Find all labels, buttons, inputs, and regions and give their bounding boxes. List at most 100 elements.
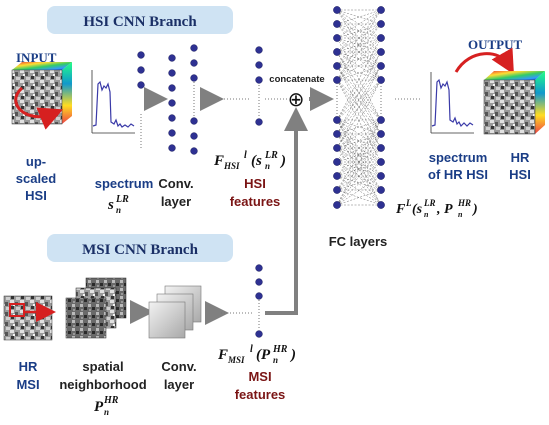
fc-connection-line	[336, 119, 382, 177]
fc-connection-line	[336, 161, 382, 191]
fc-connection-line	[336, 161, 382, 206]
msi-caption-line-1: HR	[19, 359, 38, 374]
hsi-feature-arg-sup: LR	[264, 150, 278, 161]
fc-connection-line	[336, 119, 382, 135]
fc-connection-line	[336, 37, 382, 53]
fc-connection-line	[336, 9, 382, 25]
fc-node	[377, 201, 385, 209]
fc-connection-line	[336, 37, 382, 81]
output-hr-caption-1: HR	[511, 150, 530, 165]
msi-feature-sub: MSI	[227, 355, 245, 365]
output-args-sup-1: LR	[423, 198, 436, 208]
spectrum-symbol-sub: n	[116, 205, 121, 215]
fc-connection-line	[336, 51, 382, 121]
msi-feature-arg: (P	[256, 347, 271, 363]
output-args-close: )	[471, 202, 478, 217]
fc-node	[377, 6, 385, 14]
fc-node	[333, 201, 341, 209]
output-spectrum-caption-1: spectrum	[429, 150, 488, 165]
conv-label-line-1: Conv.	[158, 176, 193, 191]
msi-feature-arg-sub: n	[273, 355, 278, 365]
fc-node	[333, 186, 341, 194]
fc-connection-line	[336, 161, 382, 206]
hsi-feature-arg: (s	[251, 153, 262, 169]
fc-connection-line	[336, 175, 382, 191]
fc-connection-line	[336, 189, 382, 206]
hsi-feature-sup: l	[244, 150, 247, 161]
output-func-sup: L	[405, 198, 412, 208]
fc-node	[377, 20, 385, 28]
fc-connection-line	[336, 9, 382, 53]
fc-connection-line	[336, 119, 382, 149]
fc-connection-line	[336, 119, 382, 163]
spectrum-symbol-sup: LR	[115, 194, 129, 205]
fc-node	[333, 20, 341, 28]
output-hr-caption-2: HSI	[509, 167, 531, 182]
msi-branch-title-box	[47, 234, 233, 262]
hyperspectral-cube-icon	[11, 62, 72, 125]
input-caption-line-1: up-	[26, 154, 46, 169]
msi-conv-label-line-1: Conv.	[161, 359, 196, 374]
msi-branch: MSI CNN Branch HR MSI spatial neighborho…	[3, 234, 296, 417]
fc-connection-line	[336, 65, 382, 121]
fc-connection-line	[336, 9, 382, 39]
fc-node	[377, 158, 385, 166]
fc-layer-nodes	[333, 6, 385, 209]
fc-connection-line	[336, 9, 382, 67]
msi-to-concat-arrow	[265, 107, 308, 315]
output-args-sub-1: n	[424, 210, 429, 219]
input-label: INPUT	[16, 50, 57, 65]
fc-node	[377, 116, 385, 124]
fc-connection-line	[336, 51, 382, 135]
hsi-feature-arg-sub: n	[265, 161, 270, 171]
fc-connection-line	[336, 51, 382, 67]
fc-connection-line	[336, 65, 382, 81]
fc-connection-line	[336, 23, 382, 67]
fc-connection-line	[336, 147, 382, 163]
conv-label-line-2: layer	[161, 194, 191, 209]
fc-node	[377, 48, 385, 56]
fc-node	[333, 144, 341, 152]
output-label: OUTPUT	[468, 37, 523, 52]
fc-connection-line	[336, 79, 382, 135]
fc-connection-line	[336, 9, 382, 53]
fc-connection-line	[336, 161, 382, 177]
hsi-feature-close: )	[279, 153, 286, 169]
hsi-feature-nodes	[255, 46, 263, 126]
fc-connection-line	[336, 147, 382, 191]
fc-connection-line	[336, 133, 382, 149]
spatial-label-line-2: neighborhood	[59, 377, 146, 392]
fc-connection-line	[336, 23, 382, 39]
fc-connection-line	[336, 37, 382, 81]
fc-node	[377, 34, 385, 42]
hsi-branch-title: HSI CNN Branch	[83, 14, 197, 30]
fc-connection-line	[336, 119, 382, 163]
output-cube-icon	[483, 71, 545, 135]
fc-connection-line	[336, 79, 382, 149]
patch-symbol: P	[94, 399, 104, 415]
fc-connection-line	[336, 189, 382, 206]
fc-node	[333, 6, 341, 14]
msi-caption-line-2: MSI	[16, 377, 39, 392]
hsi-branch-title-box	[47, 6, 233, 34]
output-args-open: (s	[412, 202, 423, 217]
spatial-patch-stack-icon	[65, 277, 127, 339]
fc-connection-line	[336, 9, 382, 25]
msi-feature-symbol: F	[217, 347, 228, 363]
fc-node	[377, 76, 385, 84]
fc-connection-line	[336, 37, 382, 53]
fc-connection-line	[336, 65, 382, 81]
fc-connection-line	[336, 79, 382, 163]
concat-label: concatenate	[269, 74, 324, 85]
fc-connections	[336, 9, 382, 206]
msi-feature-nodes	[255, 264, 263, 338]
fc-connection-line	[336, 119, 382, 135]
fc-node	[377, 186, 385, 194]
output-args-sup-2: HR	[457, 198, 471, 208]
fc-connection-line	[336, 23, 382, 67]
msi-image-icon	[3, 295, 53, 341]
fc-node	[377, 172, 385, 180]
spectrum-symbol: s	[107, 197, 114, 213]
msi-features-line-2: features	[235, 387, 286, 402]
fc-connection-line	[336, 161, 382, 177]
